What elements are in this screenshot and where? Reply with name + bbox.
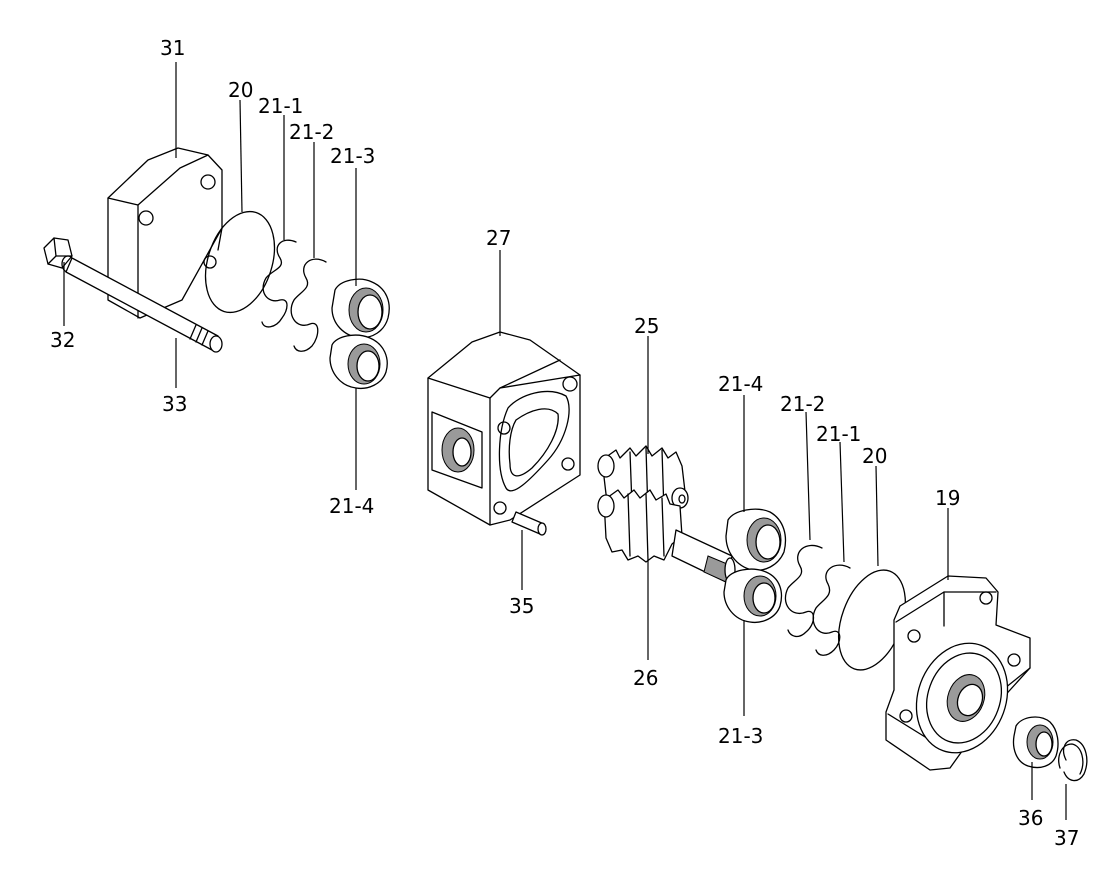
bolt-shaft-part-33 bbox=[65, 257, 223, 353]
label-19: 19 bbox=[935, 486, 961, 510]
backup-seal-left-part-21-2 bbox=[290, 258, 327, 352]
label-21-2-right: 21-2 bbox=[780, 392, 826, 416]
label-36: 36 bbox=[1018, 806, 1044, 830]
label-21-2-left: 21-2 bbox=[289, 120, 335, 144]
backup-seal-left-part-21-1 bbox=[261, 239, 297, 328]
label-25: 25 bbox=[634, 314, 660, 338]
label-20-right: 20 bbox=[862, 444, 888, 468]
pump-body-part-27 bbox=[427, 331, 581, 526]
bushing-right-part-21-3 bbox=[723, 568, 783, 624]
bolt-head-part-32 bbox=[43, 237, 75, 273]
label-21-3-right: 21-3 bbox=[718, 724, 764, 748]
label-21-4-left: 21-4 bbox=[329, 494, 375, 518]
label-35: 35 bbox=[509, 594, 535, 618]
label-21-4-right: 21-4 bbox=[718, 372, 764, 396]
label-37: 37 bbox=[1054, 826, 1080, 850]
label-20-left: 20 bbox=[228, 78, 254, 102]
leader-lines bbox=[63, 62, 1067, 820]
dowel-pin-part-35 bbox=[511, 511, 547, 536]
bushing-left-part-21-3 bbox=[331, 278, 390, 339]
label-21-3-left: 21-3 bbox=[330, 144, 376, 168]
label-21-1-left: 21-1 bbox=[258, 94, 304, 118]
label-27: 27 bbox=[486, 226, 512, 250]
label-26: 26 bbox=[633, 666, 659, 690]
bushing-left-part-21-4 bbox=[329, 334, 388, 390]
snap-ring-part-37 bbox=[1058, 739, 1088, 782]
gear-shaft-part-26 bbox=[597, 489, 736, 583]
label-21-1-right: 21-1 bbox=[816, 422, 862, 446]
backup-seal-right-part-21-2 bbox=[784, 544, 823, 638]
label-31: 31 bbox=[160, 36, 186, 60]
backup-seal-right-part-21-1 bbox=[812, 564, 851, 656]
front-flange-part-19 bbox=[885, 575, 1031, 771]
o-ring-left-part-20 bbox=[204, 210, 276, 314]
label-33: 33 bbox=[162, 392, 188, 416]
oil-seal-part-36 bbox=[1012, 716, 1059, 769]
bushing-right-part-21-4 bbox=[725, 508, 787, 572]
label-32: 32 bbox=[50, 328, 76, 352]
